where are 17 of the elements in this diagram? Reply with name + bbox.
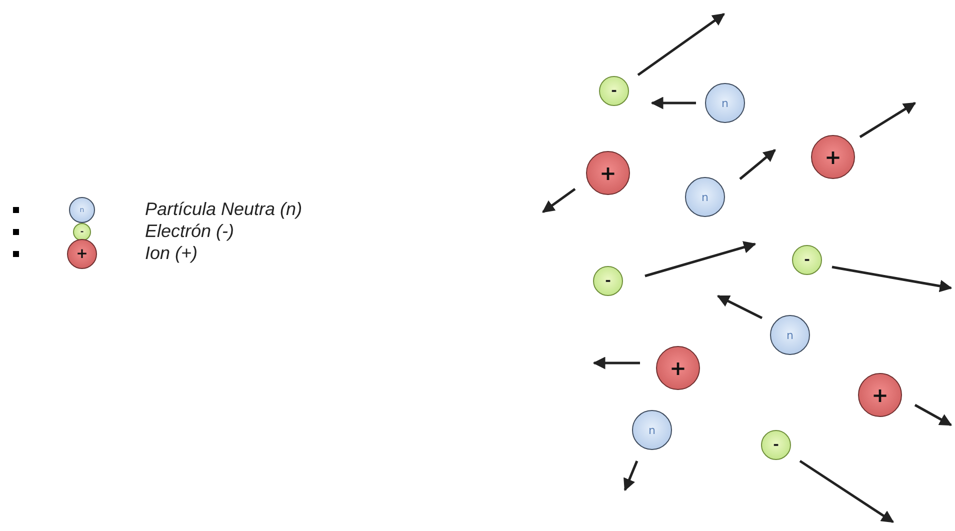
neutral-particle: n [770, 315, 810, 355]
legend-label: Ion (+) [145, 243, 198, 264]
ion-particle: + [811, 135, 855, 179]
electron-particle: - [792, 245, 822, 275]
electron-particle: - [599, 76, 629, 106]
electron-icon: - [73, 223, 91, 241]
ion-particle: + [858, 373, 902, 417]
ion-icon: + [67, 239, 97, 269]
electron-particle: - [761, 430, 791, 460]
legend-label: Partícula Neutra (n) [145, 199, 302, 220]
legend-label: Electrón (-) [145, 221, 234, 242]
neutral-particle: n [632, 410, 672, 450]
neutral-particle: n [705, 83, 745, 123]
neutral-particle: n [685, 177, 725, 217]
ion-particle: + [656, 346, 700, 390]
electron-particle: - [593, 266, 623, 296]
ion-particle: + [586, 151, 630, 195]
